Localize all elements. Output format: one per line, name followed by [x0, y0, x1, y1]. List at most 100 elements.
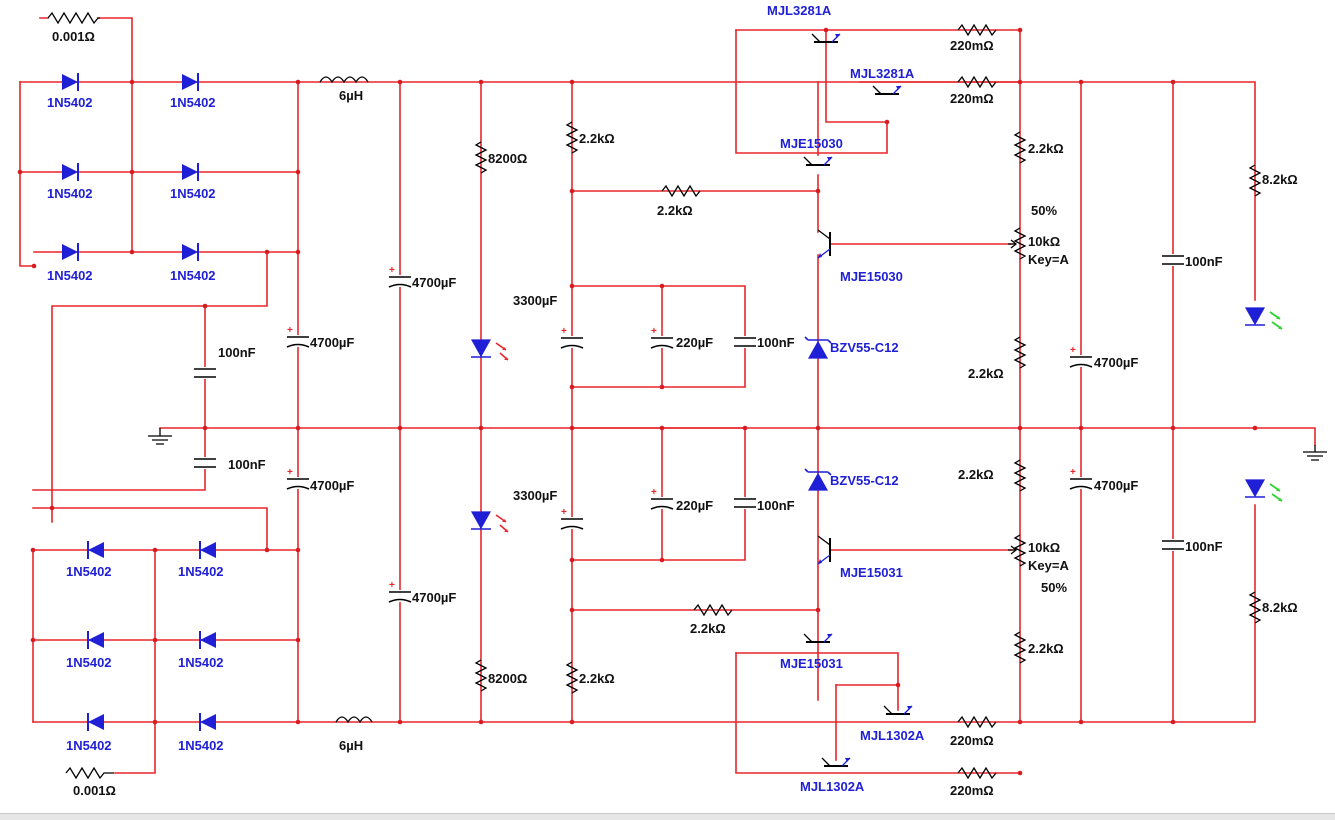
diode-1n5402-4 — [182, 163, 199, 181]
junction-dots — [17, 27, 1258, 776]
polarity-plus: + — [1070, 345, 1076, 356]
label-r22k-right-mid-top: 2.2kΩ — [968, 366, 1004, 381]
polarity-plus: + — [561, 326, 567, 337]
polarity-plus: + — [389, 265, 395, 276]
led-red-top — [470, 339, 509, 361]
ground-icon-right — [1303, 445, 1327, 461]
polarity-plus: + — [651, 487, 657, 498]
label-c3300-bot: 3300µF — [513, 488, 557, 503]
label-q-mjl3281a-1: MJL3281A — [767, 3, 832, 18]
transistor-mjl1302a-1 — [883, 705, 913, 715]
label-l-top: 6µH — [339, 88, 363, 103]
label-d8: 1N5402 — [178, 564, 224, 579]
window-status-strip — [0, 813, 1335, 820]
polarity-plus: + — [651, 326, 657, 337]
label-d9: 1N5402 — [66, 655, 112, 670]
label-d6: 1N5402 — [170, 268, 216, 283]
label-d4: 1N5402 — [170, 186, 216, 201]
diode-1n5402-6 — [182, 243, 199, 261]
label-c100-r-top: 100nF — [1185, 254, 1223, 269]
label-r22k-right-bot: 2.2kΩ — [1028, 641, 1064, 656]
resistor-2.2k-right-1 — [1013, 131, 1027, 164]
label-q-mje15031-2: MJE15031 — [780, 656, 843, 671]
transistors — [803, 33, 913, 767]
label-c100-mid-bot: 100nF — [757, 498, 795, 513]
label-c100-top: 100nF — [218, 345, 256, 360]
label-r22k-right-top: 2.2kΩ — [1028, 141, 1064, 156]
label-q-mjl3281a-2: MJL3281A — [850, 66, 915, 81]
label-r82k-bot: 8.2kΩ — [1262, 600, 1298, 615]
led-green-top — [1244, 307, 1283, 330]
transistor-mje15031-1 — [817, 535, 831, 565]
label-r22k-d: 2.2kΩ — [579, 671, 615, 686]
label-pot-top-pct: 50% — [1031, 203, 1057, 218]
label-zener-top: BZV55-C12 — [830, 340, 899, 355]
capacitors: ++++++++++ — [193, 254, 1185, 603]
label-c4700-l-bot: 4700µF — [310, 478, 354, 493]
resistor-2.2k-right-4 — [1013, 631, 1027, 664]
label-r82k-top: 8.2kΩ — [1262, 172, 1298, 187]
label-c220-top: 220µF — [676, 335, 713, 350]
resistor-220m-3 — [957, 715, 997, 729]
label-q-mjl1302a-2: MJL1302A — [800, 779, 865, 794]
label-r220m-2: 220mΩ — [950, 91, 994, 106]
capacitor-100nf-right-bottom — [1161, 539, 1185, 551]
transistor-mjl3281a-1 — [811, 33, 841, 43]
resistor-2.2k-left-bottom — [565, 661, 579, 694]
diode-1n5402-2 — [182, 73, 199, 91]
resistor-220m-4 — [957, 766, 997, 780]
potentiometer-top — [1008, 227, 1027, 260]
label-pot-bot-val: 10kΩ — [1028, 540, 1060, 555]
resistor-0.001-bottom — [65, 766, 114, 780]
capacitor-220-bottom: + — [650, 487, 674, 510]
label-r22k-b: 2.2kΩ — [657, 203, 693, 218]
label-d3: 1N5402 — [47, 186, 93, 201]
led-red-bottom — [470, 511, 509, 533]
label-q-mje15031-1: MJE15031 — [840, 565, 903, 580]
capacitor-4700-right-bottom: + — [1069, 467, 1093, 490]
zener-top — [804, 336, 832, 359]
polarity-plus: + — [561, 507, 567, 518]
capacitor-220-top: + — [650, 326, 674, 349]
label-pot-top-key: Key=A — [1028, 252, 1069, 267]
label-r8200-top: 8200Ω — [488, 151, 527, 166]
capacitor-4700-left-bottom: + — [286, 467, 310, 490]
label-d2: 1N5402 — [170, 95, 216, 110]
label-r220m-4: 220mΩ — [950, 783, 994, 798]
potentiometer-bottom — [1008, 534, 1027, 567]
label-d1: 1N5402 — [47, 95, 93, 110]
resistor-8.2k-bottom — [1248, 591, 1262, 624]
label-d7: 1N5402 — [66, 564, 112, 579]
capacitor-3300-bottom: + — [560, 507, 584, 530]
resistor-0.001-top — [47, 11, 100, 25]
diode-1n5402-3 — [62, 163, 79, 181]
diode-1n5402-8 — [199, 541, 216, 559]
inductor-top — [319, 76, 369, 84]
resistor-2.2k-horizontal-bottom — [693, 603, 733, 617]
label-r22k-a: 2.2kΩ — [579, 131, 615, 146]
resistor-8200-bottom — [474, 659, 488, 692]
resistor-2.2k-right-2 — [1013, 336, 1027, 369]
label-c4700-r-bot: 4700µF — [1094, 478, 1138, 493]
inductor-bottom — [335, 716, 373, 724]
capacitor-100nf-mid-top — [733, 336, 757, 348]
capacitor-4700-left-top: + — [286, 325, 310, 348]
transistor-mjl3281a-2 — [872, 85, 902, 95]
diode-1n5402-10 — [199, 631, 216, 649]
resistor-2.2k-horizontal-top — [661, 184, 701, 198]
label-zener-bot: BZV55-C12 — [830, 473, 899, 488]
transistor-mje15030-2 — [817, 229, 831, 259]
label-c4700-m-top: 4700µF — [412, 275, 456, 290]
label-r8200-bot: 8200Ω — [488, 671, 527, 686]
polarity-plus: + — [287, 325, 293, 336]
label-r22k-c: 2.2kΩ — [690, 621, 726, 636]
label-pot-bot-key: Key=A — [1028, 558, 1069, 573]
label-d10: 1N5402 — [178, 655, 224, 670]
diode-1n5402-7 — [87, 541, 104, 559]
capacitor-3300-top: + — [560, 326, 584, 349]
resistor-8.2k-top — [1248, 164, 1262, 197]
label-r220m-3: 220mΩ — [950, 733, 994, 748]
label-c100-bot: 100nF — [228, 457, 266, 472]
label-c100-mid-top: 100nF — [757, 335, 795, 350]
